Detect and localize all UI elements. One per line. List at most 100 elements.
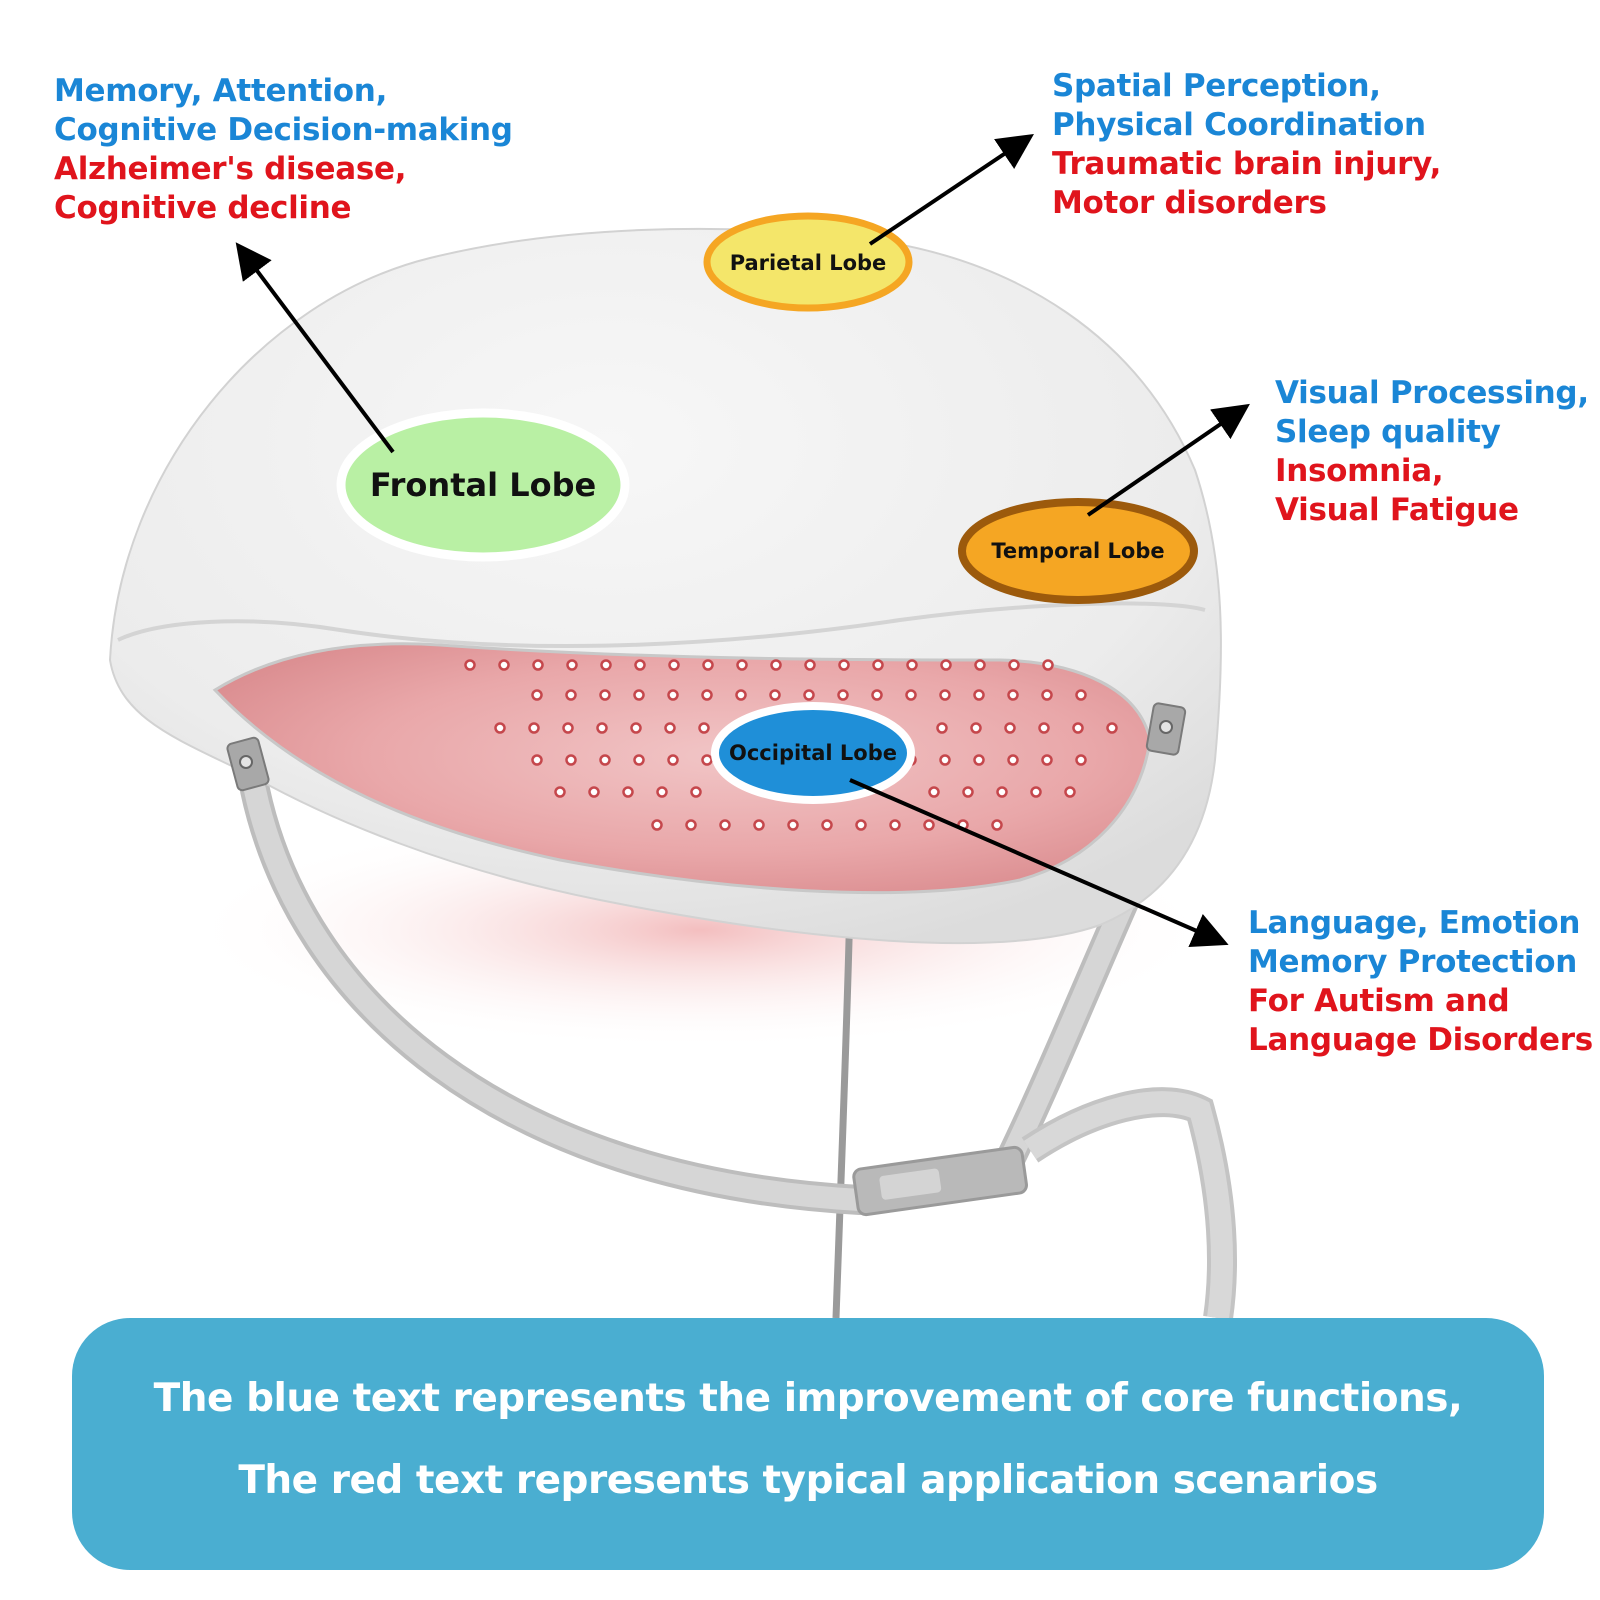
parietal-function-line: Spatial Perception, [1052,68,1381,104]
led-dot [528,722,540,734]
frontal-function-line: Cognitive Decision-making [54,112,513,148]
led-dot [690,786,702,798]
frontal-arrow-icon [235,242,395,454]
led-dot [889,819,901,831]
led-dot [871,689,883,701]
frontal-application-line: Alzheimer's disease, [54,151,407,187]
led-dot [667,754,679,766]
temporal-application-line: Insomnia, [1275,453,1444,489]
led-dot [787,819,799,831]
led-dot [702,659,714,671]
led-dot [991,819,1003,831]
led-dot [588,786,600,798]
legend-box: The blue text represents the improvement… [72,1318,1544,1570]
led-dot [1064,786,1076,798]
strap-buckle [852,1145,1028,1217]
led-dot [633,689,645,701]
led-dot [531,754,543,766]
led-dot [837,689,849,701]
led-dot [630,722,642,734]
parietal-function-line: Physical Coordination [1052,107,1426,143]
led-dot [803,689,815,701]
led-dot [753,819,765,831]
occipital-application-line: Language Disorders [1248,1022,1593,1058]
occipital-lobe-label: Occipital Lobe [729,741,897,765]
led-dot [1038,722,1050,734]
led-dot [633,754,645,766]
led-lights [464,659,1118,831]
frontal-function-line: Memory, Attention, [54,73,388,109]
power-cable [832,899,854,1319]
led-dot [1075,689,1087,701]
legend-blue-text-line: The blue text represents the improvement… [153,1376,1463,1421]
temporal-lobe-label: Temporal Lobe [991,539,1165,563]
led-dot [565,754,577,766]
led-dot [634,659,646,671]
chin-strap [240,745,1237,1321]
led-dot [923,819,935,831]
led-dot [599,689,611,701]
parietal-lobe-label: Parietal Lobe [729,251,887,275]
led-dot [804,659,816,671]
led-dot [685,819,697,831]
frontal-description: Memory, Attention, Cognitive Decision-ma… [54,72,513,228]
parietal-application-line: Traumatic brain injury, [1052,146,1442,182]
led-dot [855,819,867,831]
led-dot [872,659,884,671]
occipital-arrow-icon [849,778,1229,948]
led-dot [599,754,611,766]
temporal-application-line: Visual Fatigue [1275,492,1519,528]
led-dot [719,819,731,831]
led-dot [974,659,986,671]
led-dot [1007,689,1019,701]
led-dot [939,754,951,766]
temporal-arrow-icon [1086,403,1250,517]
led-dot [498,659,510,671]
led-dot [769,689,781,701]
parietal-arrow-icon [868,133,1034,246]
led-dot [656,786,668,798]
occipital-description: Language, Emotion Memory Protection For … [1248,904,1593,1060]
led-dot [1041,689,1053,701]
frontal-lobe-marker [336,408,630,562]
led-dot [464,659,476,671]
led-dot [1075,754,1087,766]
led-dot [698,722,710,734]
led-dot [905,689,917,701]
led-dot [1041,754,1053,766]
temporal-description: Visual Processing, Sleep quality Insomni… [1275,374,1589,530]
led-dot [735,689,747,701]
led-dot [1042,659,1054,671]
led-dot [1004,722,1016,734]
led-dot [970,722,982,734]
led-dot [939,689,951,701]
led-dot [532,659,544,671]
occipital-application-line: For Autism and [1248,983,1510,1019]
temporal-function-line: Sleep quality [1275,414,1501,450]
led-dot [596,722,608,734]
led-dot [906,659,918,671]
frontal-lobe-label: Frontal Lobe [369,466,597,504]
occipital-function-line: Memory Protection [1248,944,1577,980]
led-dot [1106,722,1118,734]
frontal-application-line: Cognitive decline [54,190,352,226]
led-dot [531,689,543,701]
led-dot [973,689,985,701]
led-dot [554,786,566,798]
temporal-lobe-marker [958,498,1198,604]
led-dot [962,786,974,798]
led-dot [940,659,952,671]
led-dot [928,786,940,798]
led-dot [664,722,676,734]
temporal-function-line: Visual Processing, [1275,375,1589,411]
led-dot [600,659,612,671]
led-dot [838,659,850,671]
led-dot [736,659,748,671]
occipital-lobe-marker [711,702,915,804]
led-dot [622,786,634,798]
legend-red-text-line: The red text represents typical applicat… [238,1458,1378,1503]
led-dot [566,659,578,671]
led-dot [973,754,985,766]
led-dot [701,754,713,766]
